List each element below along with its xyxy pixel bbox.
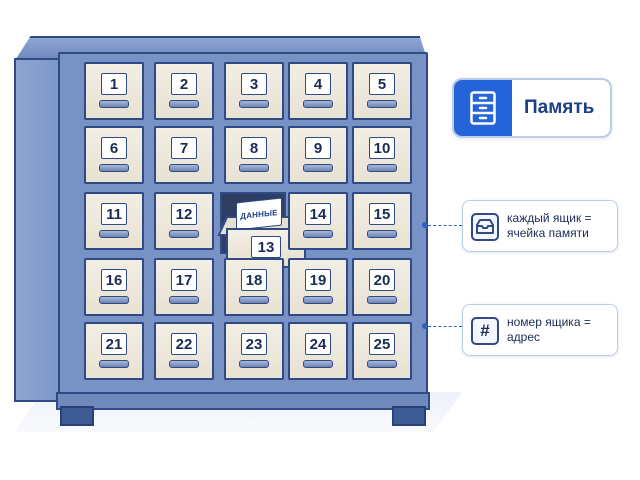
drawer-number: 24 <box>305 333 331 355</box>
title-box: Память <box>452 78 612 138</box>
drawer-number: 17 <box>171 269 197 291</box>
drawer-12: 12 <box>154 192 214 250</box>
drawer-number: 14 <box>305 203 331 225</box>
drawer-handle <box>303 164 333 172</box>
drawer-handle <box>169 164 199 172</box>
drawer-handle <box>239 164 269 172</box>
drawer-7: 7 <box>154 126 214 184</box>
drawer-number: 19 <box>305 269 331 291</box>
note-text: каждый ящик = ячейка памяти <box>507 211 592 240</box>
tray-icon <box>471 213 499 241</box>
drawer-number: 20 <box>369 269 395 291</box>
connector-dot <box>422 222 428 228</box>
drawer-number: 1 <box>101 73 127 95</box>
connector-dot <box>422 323 428 329</box>
page-title: Память <box>524 97 595 118</box>
drawer-handle <box>99 230 129 238</box>
drawer-handle <box>239 296 269 304</box>
drawer-5: 5 <box>352 62 412 120</box>
drawer-number: 18 <box>241 269 267 291</box>
drawer-handle <box>367 164 397 172</box>
connector-line <box>428 225 462 226</box>
note-text: номер ящика = адрес <box>507 315 591 344</box>
drawer-handle <box>367 296 397 304</box>
drawer-handle <box>99 100 129 108</box>
drawer-number: 22 <box>171 333 197 355</box>
drawer-number: 7 <box>171 137 197 159</box>
drawer-number: 2 <box>171 73 197 95</box>
drawer-handle <box>303 296 333 304</box>
drawer-1: 1 <box>84 62 144 120</box>
drawer-number: 25 <box>369 333 395 355</box>
drawer-number: 4 <box>305 73 331 95</box>
drawer-23: 23 <box>224 322 284 380</box>
open-drawer-13: ДАННЫЕ 13 <box>212 192 311 268</box>
drawer-18: 18 <box>224 258 284 316</box>
drawer-15: 15 <box>352 192 412 250</box>
drawer-handle <box>303 360 333 368</box>
note-drawer-cell: каждый ящик = ячейка памяти <box>462 200 618 252</box>
drawer-number: 13 <box>251 236 281 258</box>
drawer-handle <box>367 360 397 368</box>
drawer-20: 20 <box>352 258 412 316</box>
drawer-3: 3 <box>224 62 284 120</box>
drawer-number: 12 <box>171 203 197 225</box>
drawer-number: 8 <box>241 137 267 159</box>
drawer-number: 9 <box>305 137 331 159</box>
drawer-number: 5 <box>369 73 395 95</box>
drawer-14: 14 <box>288 192 348 250</box>
drawer-6: 6 <box>84 126 144 184</box>
drawer-19: 19 <box>288 258 348 316</box>
drawer-handle <box>99 164 129 172</box>
drawer-25: 25 <box>352 322 412 380</box>
drawer-handle <box>169 296 199 304</box>
drawer-handle <box>169 360 199 368</box>
drawer-9: 9 <box>288 126 348 184</box>
drawer-10: 10 <box>352 126 412 184</box>
cabinet-base <box>56 392 430 410</box>
drawer-handle <box>239 100 269 108</box>
connector-line <box>428 326 462 327</box>
drawer-handle <box>99 360 129 368</box>
drawer-21: 21 <box>84 322 144 380</box>
data-card: ДАННЫЕ <box>236 197 282 231</box>
drawer-8: 8 <box>224 126 284 184</box>
drawer-number: 16 <box>101 269 127 291</box>
cabinet-side <box>14 58 62 402</box>
drawer-24: 24 <box>288 322 348 380</box>
filing-cabinet-icon <box>454 80 512 136</box>
hash-icon: # <box>471 317 499 345</box>
drawer-handle <box>169 100 199 108</box>
drawer-number: 15 <box>369 203 395 225</box>
drawer-handle <box>367 230 397 238</box>
cabinet-foot <box>60 406 94 426</box>
drawer-16: 16 <box>84 258 144 316</box>
drawer-11: 11 <box>84 192 144 250</box>
drawer-handle <box>303 230 333 238</box>
drawer-handle <box>303 100 333 108</box>
drawer-handle <box>239 360 269 368</box>
drawer-4: 4 <box>288 62 348 120</box>
drawer-number: 21 <box>101 333 127 355</box>
drawer-number: 3 <box>241 73 267 95</box>
cabinet-foot <box>392 406 426 426</box>
drawer-17: 17 <box>154 258 214 316</box>
drawer-handle <box>169 230 199 238</box>
drawer-number: 23 <box>241 333 267 355</box>
drawer-handle <box>367 100 397 108</box>
drawer-2: 2 <box>154 62 214 120</box>
drawer-number: 11 <box>101 203 127 225</box>
drawer-22: 22 <box>154 322 214 380</box>
drawer-number: 10 <box>369 137 395 159</box>
drawer-handle <box>99 296 129 304</box>
note-drawer-address: # номер ящика = адрес <box>462 304 618 356</box>
drawer-number: 6 <box>101 137 127 159</box>
